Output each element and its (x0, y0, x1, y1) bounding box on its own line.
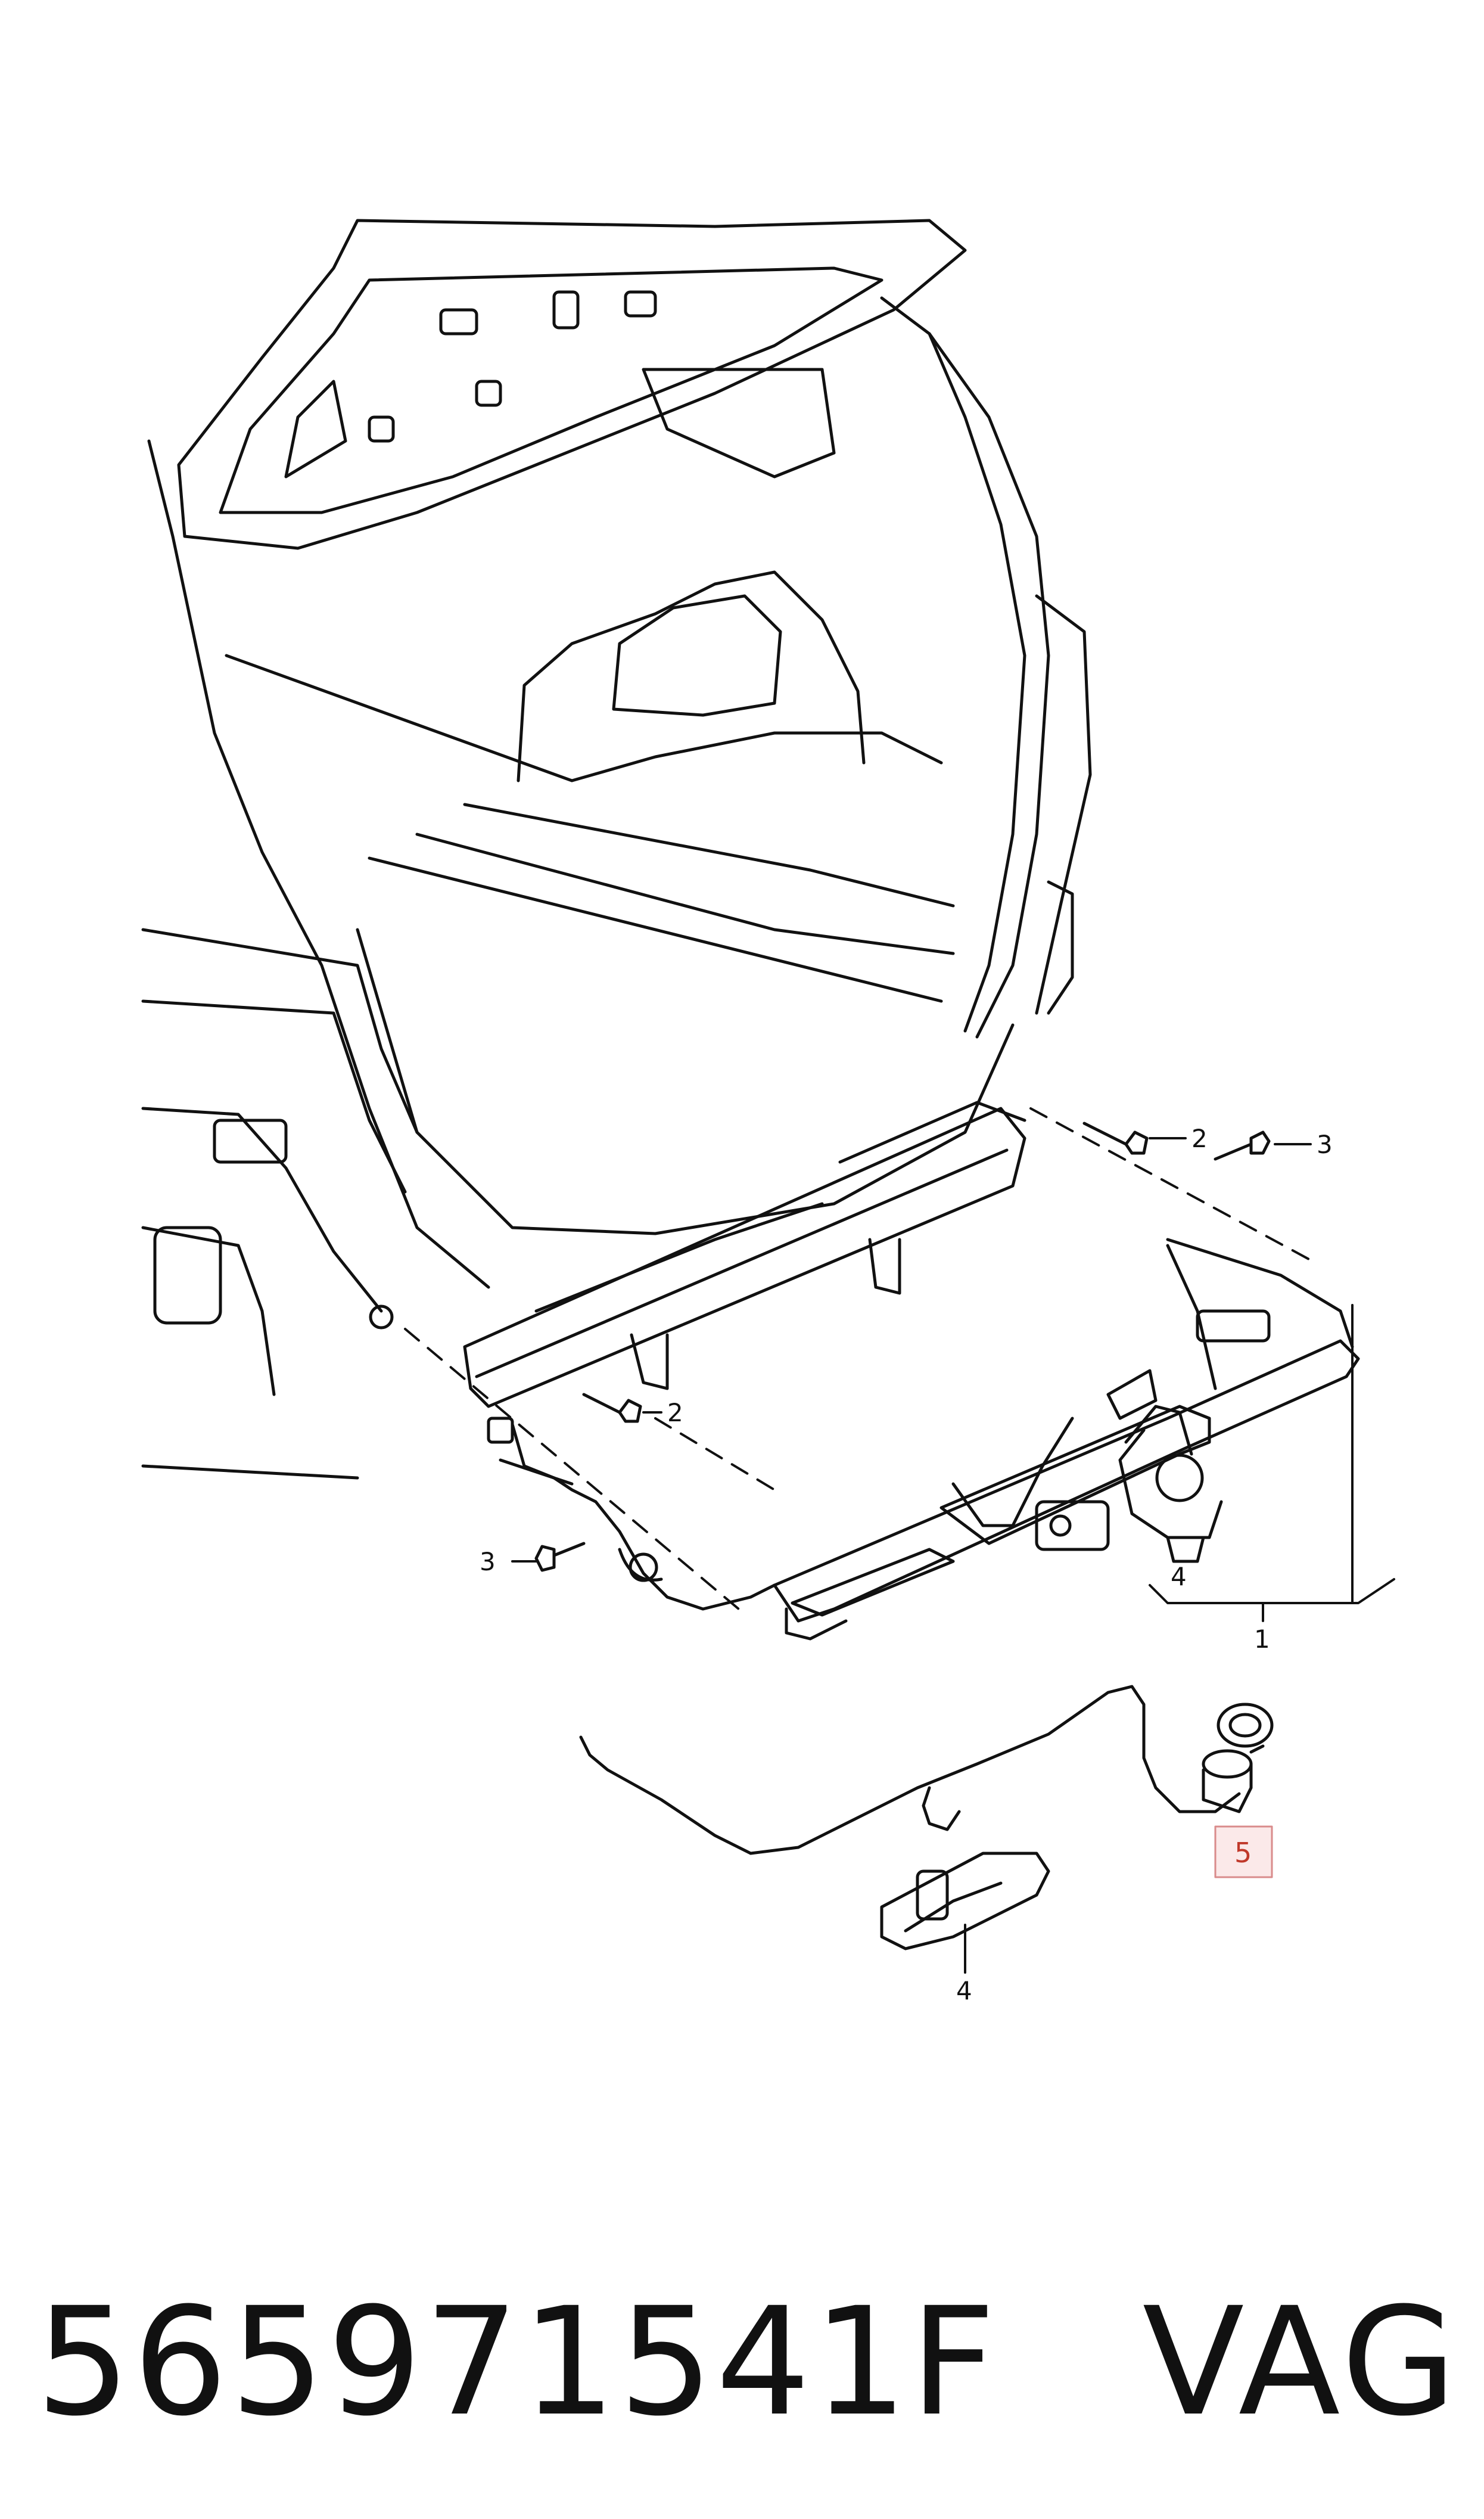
bolt-2-lower (582, 1393, 642, 1423)
callout-5: 5 (1234, 1837, 1252, 1869)
tow-ball (1118, 1405, 1223, 1563)
tailgate (177, 219, 967, 550)
bolt-2-upper (1082, 1122, 1149, 1155)
mounting-bracket (880, 1852, 1050, 1950)
bolt-3-lower (534, 1542, 586, 1572)
bumper-beam (463, 1101, 1026, 1408)
bolt-3-upper (1214, 1130, 1271, 1161)
callout-2-upper: 2 (1191, 1124, 1208, 1153)
callout-3-upper: 3 (1317, 1130, 1333, 1159)
callout-4-lower: 4 (956, 1976, 972, 2005)
footer: 565971541F VAG (0, 2205, 1484, 2519)
parts-diagram: 2 3 2 3 4 1 5 4 (141, 219, 1395, 2005)
callout-3-lower: 3 (480, 1547, 496, 1576)
towbar-carrier (773, 1238, 1360, 1641)
brand-name: VAG (1142, 2275, 1460, 2449)
callout-1: 1 (1254, 1625, 1270, 1654)
trailer-socket (1202, 1703, 1274, 1813)
callout-2-lower: 2 (667, 1398, 683, 1427)
callout-4-upper: 4 (1171, 1562, 1187, 1591)
leader-lines (511, 1137, 1395, 1622)
carrier-harness (487, 1417, 776, 1611)
vehicle-body (141, 296, 1092, 1480)
assembly-lines (404, 1107, 1318, 1610)
socket-cable (579, 1685, 1241, 1855)
part-number: 565971541F (36, 2275, 998, 2449)
callout-5-box (1214, 1825, 1273, 1878)
